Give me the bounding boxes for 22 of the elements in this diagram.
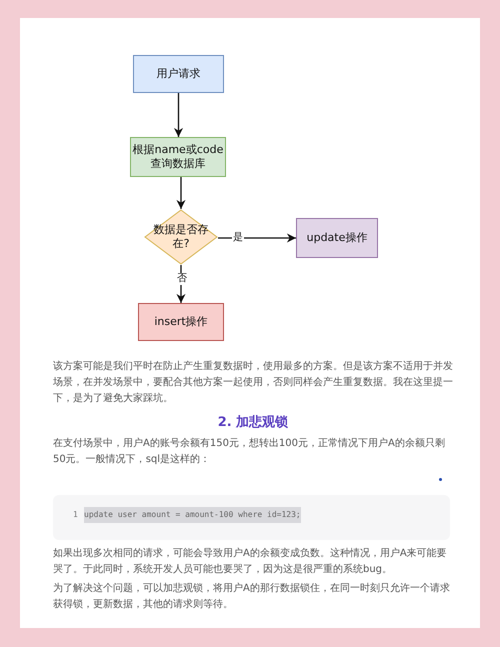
edge-label: 否 bbox=[176, 273, 188, 285]
arrow bbox=[176, 177, 186, 209]
process-box bbox=[296, 218, 378, 258]
edge-label: 是 bbox=[232, 232, 244, 244]
paragraph: 该方案可能是我们平时在防止产生重复数据时，使用最多的方案。但是该方案不适用于并发场景，在并发场景中，要配合其他方案一起使用，否则同样会产生重复数据。我在这里提一下，是为了避免大家踩坑。 bbox=[53, 360, 453, 406]
node-text: 用户请求 bbox=[156, 67, 200, 81]
paragraph: 如果出现多次相同的请求，可能会导致用户A的余额变成负数。这种情况，用户A来可能要哭了。于此同时，系统开发人员可能也要哭了，因为这是很严重的系统bug。 bbox=[53, 546, 448, 577]
process-box bbox=[130, 137, 226, 177]
code-text: update user amount = amount-100 where id=123; bbox=[84, 507, 301, 523]
node-text: 根据name或code 查询数据库 bbox=[132, 143, 224, 171]
process-box bbox=[133, 55, 224, 93]
node-text: update操作 bbox=[306, 231, 368, 245]
paragraph: 在支付场景中，用户A的账号余额有150元，想转出100元，正常情况下用户A的余额只剩50元。一般情况下，sql是这样的： bbox=[53, 436, 446, 467]
arrow bbox=[218, 233, 296, 243]
process-box bbox=[138, 303, 224, 341]
node-text: 数据是否存在? bbox=[152, 223, 210, 251]
decision-diamond bbox=[144, 209, 218, 265]
paragraph: 为了解决这个问题，可以加悲观锁，将用户A的那行数据锁住，在同一时刻只允许一个请求获得锁，更新数据，其他的请求则等待。 bbox=[53, 582, 451, 612]
node-text: insert操作 bbox=[154, 315, 208, 329]
arrow bbox=[174, 93, 184, 137]
section-heading: 2. 加悲观锁 bbox=[216, 414, 290, 432]
line-number: 1 bbox=[73, 509, 79, 521]
